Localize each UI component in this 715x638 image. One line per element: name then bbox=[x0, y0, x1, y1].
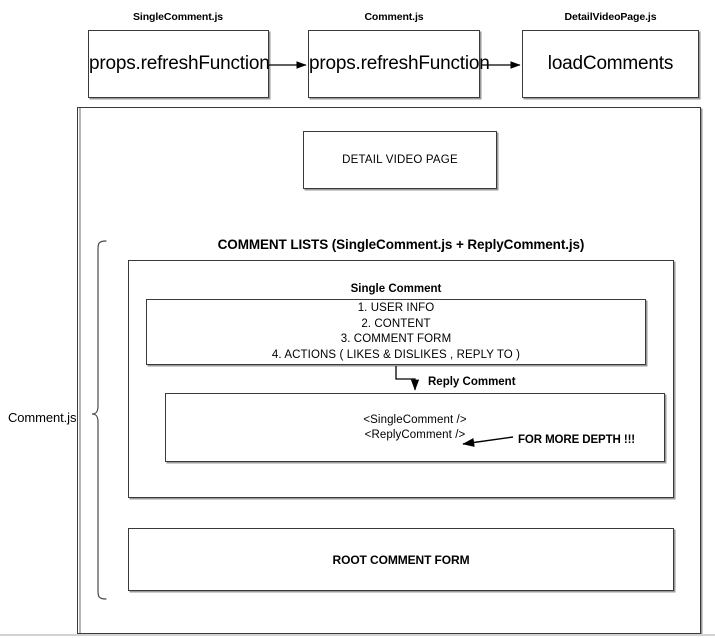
flow-box-2-label: props.refreshFunction bbox=[309, 53, 490, 74]
flow-box-comment: props.refreshFunction bbox=[308, 30, 490, 98]
flow-box-single-comment: props.refreshFunction bbox=[88, 30, 270, 98]
reply-comment-item-1: <SingleComment /> bbox=[363, 413, 467, 426]
detail-video-page-label: DETAIL VIDEO PAGE bbox=[342, 154, 458, 166]
single-comment-item-4: 4. ACTIONS ( LIKES & DISLIKES , REPLY TO… bbox=[271, 348, 521, 361]
for-more-depth-label: FOR MORE DEPTH !!! bbox=[518, 434, 636, 446]
comment-lists-box bbox=[128, 260, 674, 498]
comment-lists-heading: COMMENT LISTS (SingleComment.js + ReplyC… bbox=[217, 237, 585, 252]
flow-box-3-label: loadComments bbox=[547, 53, 674, 74]
flow-caption-1: SingleComment.js bbox=[133, 11, 223, 23]
reply-comment-box: <SingleComment /> <ReplyComment /> bbox=[165, 393, 665, 462]
single-comment-items: 1. USER INFO 2. CONTENT 3. COMMENT FORM … bbox=[147, 301, 645, 363]
root-comment-form-label: ROOT COMMENT FORM bbox=[332, 552, 470, 567]
single-comment-box: 1. USER INFO 2. CONTENT 3. COMMENT FORM … bbox=[146, 299, 646, 365]
single-comment-item-2: 2. CONTENT bbox=[361, 317, 431, 330]
single-comment-heading: Single Comment bbox=[350, 283, 442, 295]
reply-comment-heading: Reply Comment bbox=[428, 376, 516, 388]
reply-comment-item-2: <ReplyComment /> bbox=[364, 428, 466, 441]
root-comment-form-box: ROOT COMMENT FORM bbox=[128, 528, 674, 591]
flow-box-1-label: props.refreshFunction bbox=[89, 53, 270, 74]
detail-video-page-box: DETAIL VIDEO PAGE bbox=[303, 131, 497, 189]
side-label-comment-js: Comment.js bbox=[8, 410, 77, 425]
reply-comment-items: <SingleComment /> <ReplyComment /> bbox=[166, 413, 664, 443]
flow-box-detail-video-page: loadComments bbox=[522, 30, 699, 98]
flow-caption-3: DetailVideoPage.js bbox=[564, 11, 657, 23]
page-bottom-rule bbox=[0, 634, 715, 636]
flow-caption-2: Comment.js bbox=[364, 11, 424, 23]
single-comment-item-1: 1. USER INFO bbox=[357, 302, 435, 314]
single-comment-item-3: 3. COMMENT FORM bbox=[340, 333, 452, 345]
